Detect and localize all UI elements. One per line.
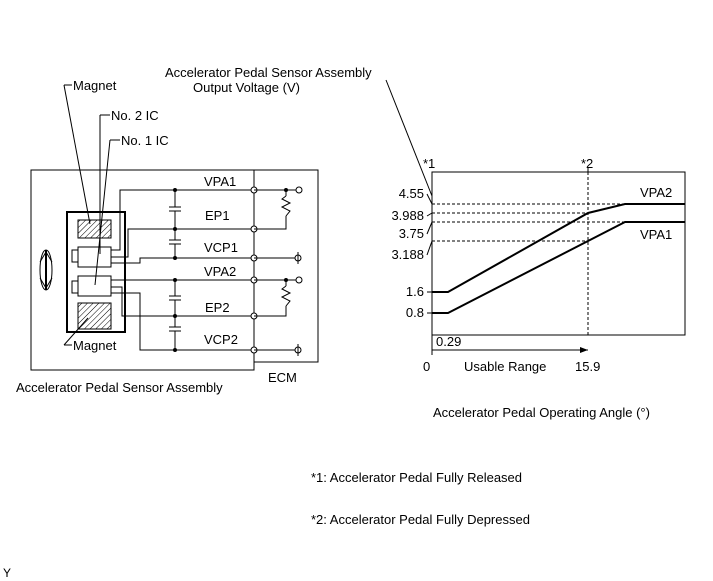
rotation-arrow-icon — [39, 249, 53, 291]
ic-chip-2 — [77, 275, 112, 297]
terminal-ep1: EP1 — [205, 208, 230, 223]
usable-range-label: Usable Range — [464, 359, 546, 374]
ic-housing — [66, 211, 126, 333]
plot-frame — [431, 171, 686, 336]
ic-chip-1 — [77, 246, 112, 268]
magnet-block-bottom — [77, 302, 112, 330]
y-tick-leader — [426, 221, 433, 235]
y-tick-label: 3.75 — [399, 226, 424, 241]
x-tick-029: 0.29 — [436, 334, 461, 349]
capacitor-1 — [169, 190, 181, 229]
voltage-chart: Accelerator Pedal Sensor Assembly Output… — [165, 65, 686, 420]
capacitor-4 — [169, 316, 181, 350]
capacitor-2 — [169, 229, 181, 258]
terminal-vcp2: VCP2 — [204, 332, 238, 347]
voltage-guides — [432, 203, 625, 242]
series-lines — [432, 203, 685, 314]
wiring — [111, 186, 303, 356]
figure-code: Y — [3, 566, 11, 580]
y-tick-labels: 4.55 3.988 3.75 3.188 1.6 0.8 — [391, 186, 433, 320]
y-tick-label: 4.55 — [399, 186, 424, 201]
ic-mount-left-2 — [71, 280, 79, 294]
magnet-block-top — [77, 219, 112, 239]
ecm-box — [253, 169, 319, 363]
x-tick-0: 0 — [423, 359, 430, 374]
terminal-vpa2: VPA2 — [204, 264, 236, 279]
y-tick-leader — [426, 193, 433, 205]
note-2: *2: Accelerator Pedal Fully Depressed — [311, 512, 530, 527]
chart-ylabel-line2: Output Voltage (V) — [193, 80, 300, 95]
y-tick-label: 0.8 — [406, 305, 424, 320]
label-no2-ic: No. 2 IC — [111, 108, 159, 123]
chart-xlabel: Accelerator Pedal Operating Angle (°) — [433, 405, 650, 420]
assembly-caption: Accelerator Pedal Sensor Assembly — [16, 380, 223, 395]
series-line-vpa1 — [432, 221, 685, 314]
y-tick-leader — [426, 212, 433, 217]
series-line-vpa2 — [432, 203, 685, 293]
ylabel-leader — [385, 79, 433, 197]
terminal-ep2: EP2 — [205, 300, 230, 315]
ic-mount-left-1 — [71, 249, 79, 263]
terminal-vcp1: VCP1 — [204, 240, 238, 255]
series-label-vpa1: VPA1 — [640, 227, 672, 242]
x-tick-159: 15.9 — [575, 359, 600, 374]
leader-lines — [63, 84, 120, 346]
terminal-vpa1: VPA1 — [204, 174, 236, 189]
series-label-vpa2: VPA2 — [640, 185, 672, 200]
y-tick-label: 1.6 — [406, 284, 424, 299]
capacitor-3 — [169, 280, 181, 316]
label-no1-ic: No. 1 IC — [121, 133, 169, 148]
y-tick-label: 3.988 — [391, 208, 424, 223]
marker-1: *1 — [423, 156, 435, 171]
note-1: *1: Accelerator Pedal Fully Released — [311, 470, 522, 485]
sensor-assembly: Magnet No. 2 IC No. 1 IC Magnet — [16, 78, 319, 395]
chart-ylabel-line1: Accelerator Pedal Sensor Assembly — [165, 65, 372, 80]
marker-2: *2 — [581, 156, 593, 171]
label-magnet-bottom: Magnet — [73, 338, 117, 353]
ecm-caption: ECM — [268, 370, 297, 385]
label-magnet-top: Magnet — [73, 78, 117, 93]
usable-range-arrow — [431, 335, 588, 355]
y-tick-label: 3.188 — [391, 247, 424, 262]
y-tick-leader — [426, 240, 433, 256]
